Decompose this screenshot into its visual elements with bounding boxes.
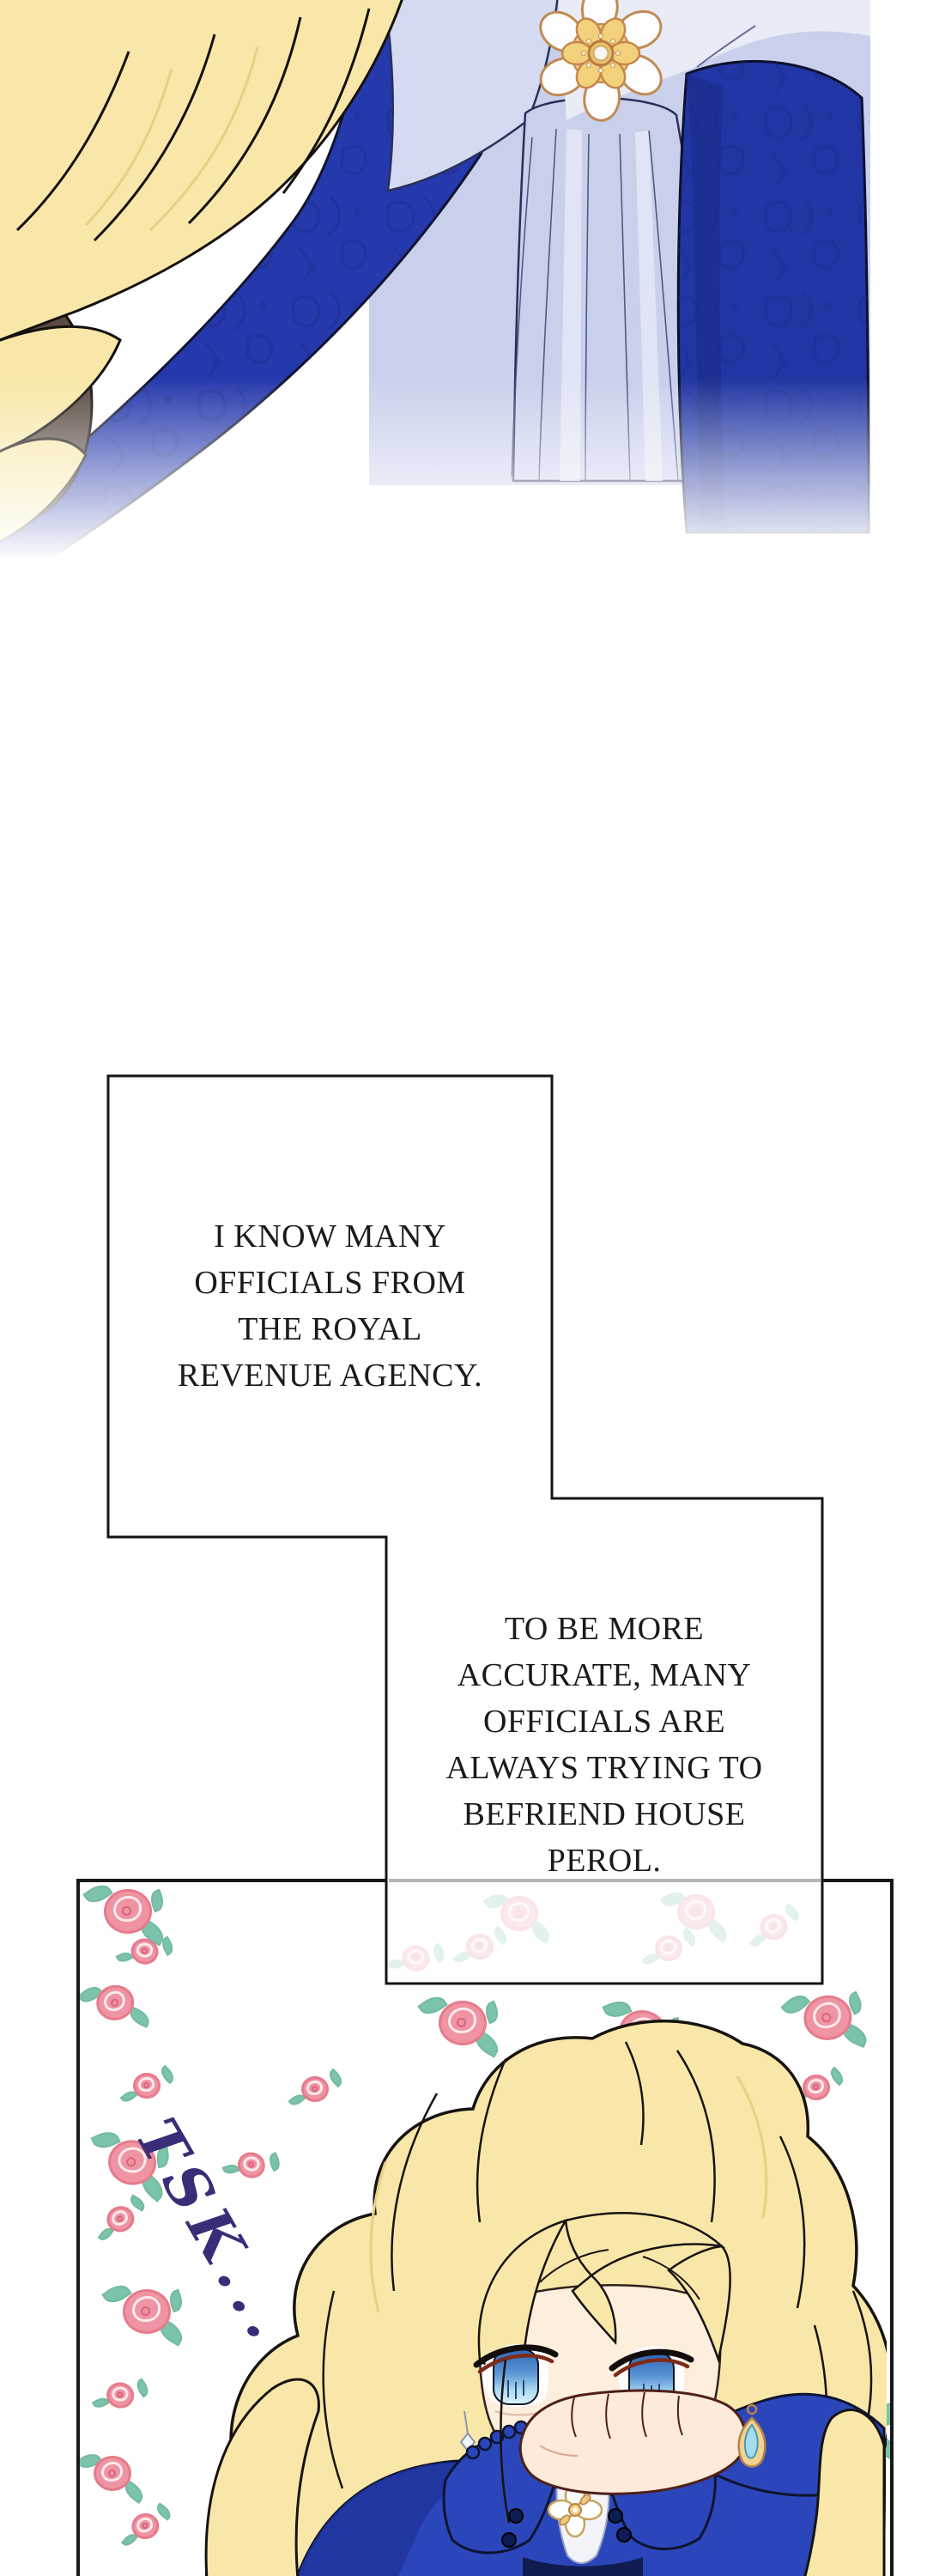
rose-icon	[677, 1894, 715, 1929]
speech-line: OFFICIALS FROM	[194, 1265, 466, 1301]
leaf-icon	[490, 1925, 511, 1946]
rose-icon	[500, 1896, 538, 1931]
rose-icon	[399, 1942, 433, 1975]
speech-line: ALWAYS TRYING TO	[445, 1750, 763, 1786]
speech-bubble-2: TO BE MORE ACCURATE, MANY OFFICIALS ARE …	[387, 1606, 821, 1884]
bottom-panel: TSK...	[76, 1879, 894, 2576]
speech-line: THE ROYAL	[238, 1311, 422, 1347]
rose-icon	[803, 2075, 830, 2100]
hand-over-mouth	[518, 2389, 747, 2495]
rose-icon	[133, 2073, 161, 2099]
rose-icon	[439, 2001, 487, 2045]
speech-bubble-outline	[106, 1074, 824, 1985]
speech-line: OFFICIALS ARE	[482, 1704, 726, 1740]
rose-icon	[94, 2456, 131, 2491]
chibi-character-illustration	[204, 2020, 887, 2576]
top-illustration-panel	[0, 0, 927, 592]
rose-icon	[466, 1934, 494, 1959]
rose-icon	[123, 2289, 171, 2334]
flower-brooch-icon	[539, 0, 663, 122]
panel-fade	[0, 378, 927, 592]
speech-line: REVENUE AGENCY.	[177, 1358, 483, 1394]
speech-bubble-union	[106, 1074, 824, 1985]
speech-line: I KNOW MANY	[214, 1218, 446, 1255]
leaf-icon	[679, 1927, 700, 1947]
rose-icon	[301, 2076, 329, 2102]
speech-line: ACCURATE, MANY	[457, 1657, 752, 1693]
speech-line: TO BE MORE	[504, 1611, 705, 1647]
rose-icon	[655, 1935, 682, 1961]
leaf-icon	[429, 1942, 448, 1963]
rose-icon	[104, 1889, 152, 1934]
speech-line: BEFRIEND HOUSE	[463, 1796, 746, 1832]
speech-bubble-1: I KNOW MANY OFFICIALS FROM THE ROYAL REV…	[108, 1213, 552, 1399]
bubble-see-through-strip	[389, 1879, 821, 1984]
veil-shoulder-fold	[384, 0, 559, 192]
chest-brooch-icon	[547, 2482, 603, 2538]
hair-front-locks	[204, 2378, 886, 2576]
speech-line: PEROL.	[547, 1843, 662, 1879]
gem-earring-icon	[737, 2403, 766, 2468]
